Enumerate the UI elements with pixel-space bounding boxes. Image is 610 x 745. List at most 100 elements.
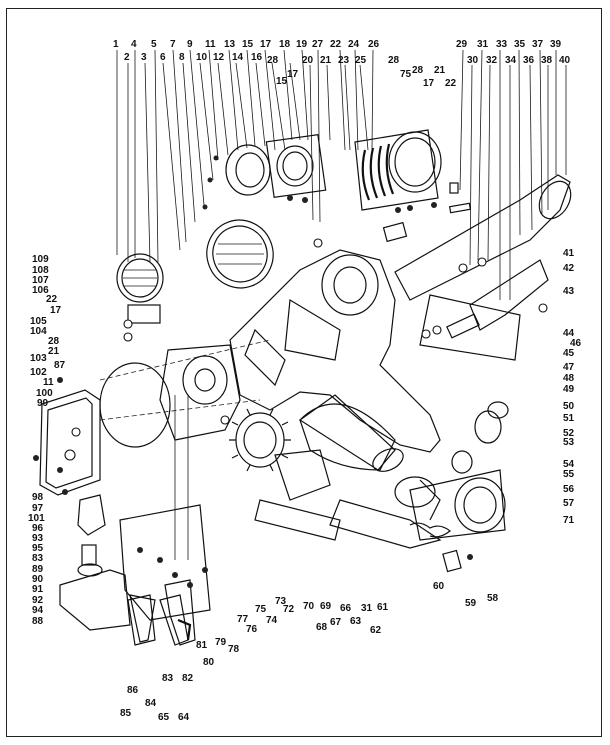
- callout-label: 28: [267, 55, 279, 66]
- callout-label: 8: [179, 52, 185, 63]
- callout-label: 43: [563, 286, 575, 297]
- callout-label: 2: [124, 52, 130, 63]
- callout-label: 66: [340, 603, 352, 614]
- callout-label: 87: [54, 360, 66, 371]
- callout-label: 53: [563, 437, 575, 448]
- bottom-left-bracket: [59, 494, 131, 631]
- callout-label: 104: [30, 326, 47, 337]
- callout-label: 24: [348, 39, 360, 50]
- callout-label: 67: [330, 617, 342, 628]
- main-chassis: [229, 249, 521, 472]
- callout-label: 11: [43, 377, 54, 388]
- callout-label: 17: [50, 305, 62, 316]
- callout-label: 90: [32, 574, 44, 585]
- callout-label: 91: [32, 584, 44, 595]
- callout-label: 68: [316, 622, 328, 633]
- callout-label: 101: [28, 513, 45, 524]
- callout-label: 23: [338, 55, 350, 66]
- drive-gear: [220, 408, 341, 541]
- callout-label: 64: [178, 712, 190, 723]
- callout-label: 29: [456, 39, 468, 50]
- reflector-top-cluster: [202, 133, 327, 248]
- callout-label: 10: [196, 52, 208, 63]
- callout-label: 21: [320, 55, 332, 66]
- callout-label: 14: [232, 52, 244, 63]
- callout-label: 37: [532, 39, 544, 50]
- callout-label: 28: [412, 65, 424, 76]
- callout-label: 89: [32, 564, 44, 575]
- callout-label: 109: [32, 254, 49, 265]
- callout-label: 106: [32, 285, 49, 296]
- callout-label: 41: [563, 248, 575, 259]
- callout-label: 15: [242, 39, 254, 50]
- callout-label: 22: [330, 39, 342, 50]
- callout-label: 81: [196, 640, 208, 651]
- callout-label: 75: [255, 604, 267, 615]
- callout-label: 79: [215, 637, 227, 648]
- callout-label: 86: [127, 685, 139, 696]
- callout-label: 85: [120, 708, 132, 719]
- callout-label: 27: [312, 39, 324, 50]
- callout-label: 62: [370, 625, 382, 636]
- callout-label: 82: [182, 673, 194, 684]
- callout-label: 84: [145, 698, 157, 709]
- callout-label: 63: [350, 616, 362, 627]
- callout-label: 58: [487, 593, 499, 604]
- callout-label: 65: [158, 712, 170, 723]
- callout-label: 94: [32, 605, 44, 616]
- leader-lines: [116, 49, 567, 300]
- callout-label: 72: [283, 604, 295, 615]
- callout-label: 56: [563, 484, 575, 495]
- diagram-border: [6, 8, 602, 737]
- callout-label: 1: [113, 39, 119, 50]
- callout-label: 74: [266, 615, 278, 626]
- callout-label: 4: [131, 39, 137, 50]
- callout-label: 46: [570, 338, 582, 349]
- mounting-plate: [119, 504, 211, 646]
- callout-label: 40: [559, 55, 571, 66]
- callout-label: 52: [563, 428, 575, 439]
- lamp-assembly: [116, 253, 164, 342]
- left-gearbox: [99, 339, 271, 560]
- callout-label: 42: [563, 263, 575, 274]
- callout-label: 50: [563, 401, 575, 412]
- callout-label: 97: [32, 503, 44, 514]
- callout-label: 30: [467, 55, 479, 66]
- callout-label: 9: [187, 39, 193, 50]
- callout-label: 22: [46, 294, 58, 305]
- callout-label: 76: [246, 624, 258, 635]
- callout-label: 75: [400, 69, 412, 80]
- callout-label: 17: [423, 78, 435, 89]
- callout-label: 28: [48, 336, 60, 347]
- callout-label: 105: [30, 316, 47, 327]
- callout-label: 17: [260, 39, 272, 50]
- callout-label: 93: [32, 533, 44, 544]
- callout-label: 7: [170, 39, 176, 50]
- callout-label: 36: [523, 55, 535, 66]
- callout-label: 35: [514, 39, 526, 50]
- callout-label: 19: [296, 39, 308, 50]
- callout-label: 73: [275, 596, 287, 607]
- callout-label: 18: [279, 39, 291, 50]
- right-arm: [394, 174, 572, 339]
- callout-label: 103: [30, 353, 47, 364]
- left-housing: [33, 377, 101, 496]
- callout-label: 16: [251, 52, 263, 63]
- callout-label: 102: [30, 367, 47, 378]
- callout-label: 57: [563, 498, 575, 509]
- lever-assembly: [129, 594, 192, 646]
- callout-label: 83: [32, 553, 44, 564]
- callout-label: 39: [550, 39, 562, 50]
- callout-label: 26: [368, 39, 380, 50]
- callout-label: 99: [37, 398, 49, 409]
- callout-label: 5: [151, 39, 157, 50]
- callout-label: 3: [141, 52, 147, 63]
- right-lens-cluster: [354, 129, 472, 243]
- callout-label: 21: [434, 65, 446, 76]
- callout-label: 32: [486, 55, 498, 66]
- callout-label: 80: [203, 657, 215, 668]
- cylinder-housing: [298, 394, 436, 508]
- callout-label: 61: [377, 602, 389, 613]
- callout-label: 83: [162, 673, 174, 684]
- callout-label: 20: [302, 55, 314, 66]
